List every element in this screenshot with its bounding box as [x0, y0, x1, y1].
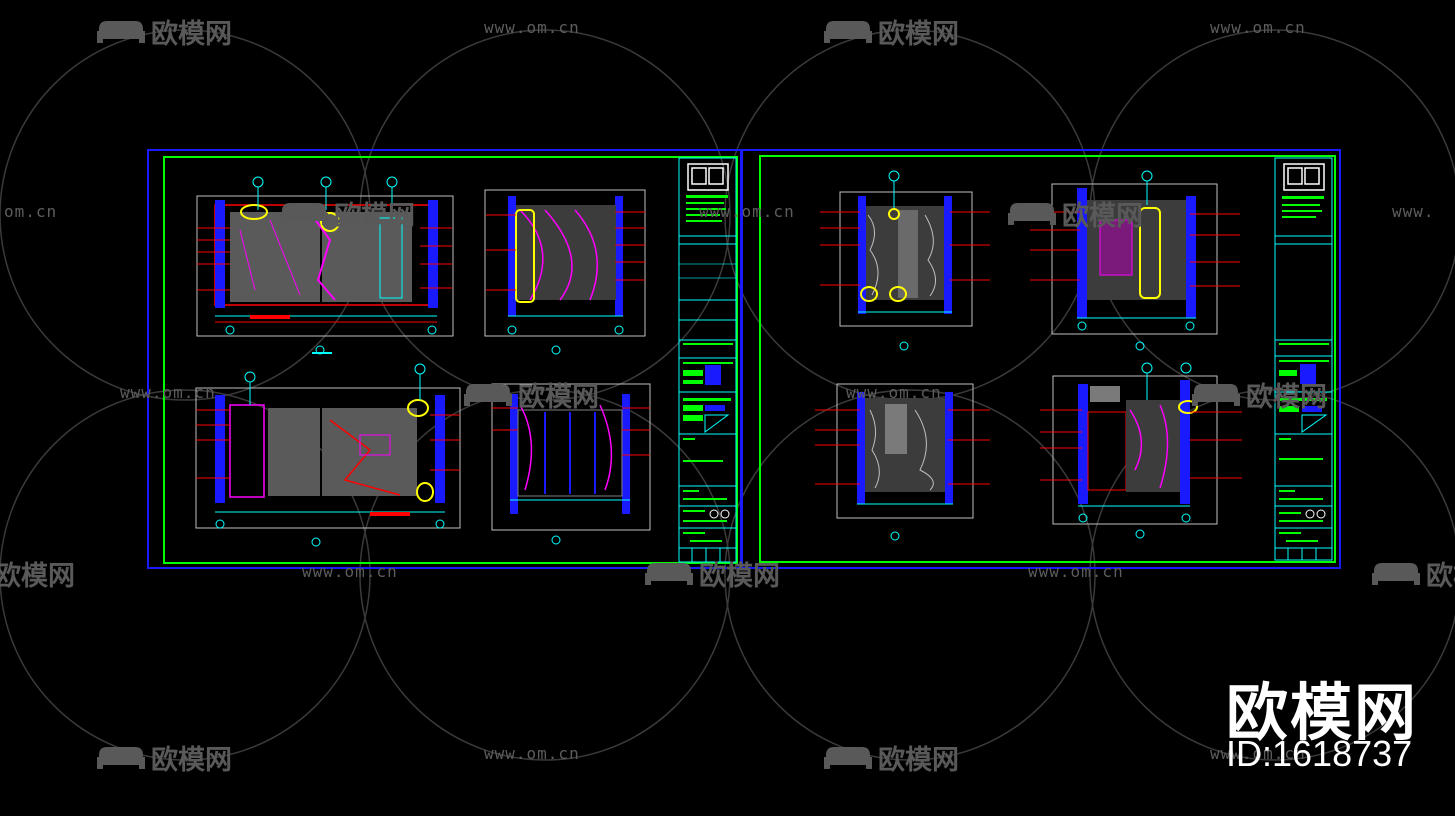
title-block-right — [1274, 157, 1333, 561]
watermark-logo: 欧模网 — [0, 554, 75, 593]
watermark-url: www. — [1392, 202, 1435, 221]
watermark-logo: 欧模网 — [95, 12, 232, 51]
sofa-icon — [824, 746, 872, 769]
watermark-url: www.om.cn — [302, 562, 398, 581]
sofa-icon — [97, 746, 145, 769]
watermark-logo-text: 欧模网 — [151, 19, 232, 50]
watermark-url: www.om.cn — [120, 383, 216, 402]
watermark-url: www.om.cn — [484, 18, 580, 37]
sofa-icon — [1192, 383, 1240, 406]
elevation-e — [820, 170, 990, 351]
watermark-logo: 欧模网 — [95, 738, 232, 777]
watermark-logo-text: 欧模网 — [878, 745, 959, 776]
watermark-logo: 欧模网 — [1190, 375, 1327, 414]
sofa-icon — [464, 383, 512, 406]
brand-id: ID:1618737 — [1226, 733, 1413, 774]
watermark-logo-text: 欧模网 — [1426, 561, 1455, 592]
elevation-b — [484, 189, 646, 355]
watermark-url: om.cn — [4, 202, 58, 221]
watermark-logo: 欧模网 — [1370, 554, 1455, 593]
watermark-logo: 欧模网 — [822, 738, 959, 777]
watermark-logo-text: 欧模网 — [699, 561, 780, 592]
sofa-icon — [97, 20, 145, 43]
watermark-logo: 欧模网 — [1006, 194, 1143, 233]
sofa-icon — [824, 20, 872, 43]
elevation-h — [1040, 362, 1242, 539]
sofa-icon — [280, 202, 328, 225]
elevation-g — [815, 383, 990, 541]
watermark-logo: 欧模网 — [278, 194, 415, 233]
watermark-logo-text: 欧模网 — [0, 561, 75, 592]
watermark-url: www.om.cn — [1028, 562, 1124, 581]
sofa-icon — [1372, 562, 1420, 585]
elevation-d — [491, 383, 651, 545]
watermark-logo-text: 欧模网 — [151, 745, 232, 776]
watermark-url: www.om.cn — [1210, 744, 1306, 763]
watermark-logo-text: 欧模网 — [1062, 201, 1143, 232]
watermark-logo: 欧模网 — [462, 375, 599, 414]
watermark-logo-text: 欧模网 — [518, 382, 599, 413]
sheet-left — [147, 149, 742, 569]
watermark-logo-text: 欧模网 — [334, 201, 415, 232]
watermark-logo: 欧模网 — [643, 554, 780, 593]
watermark-logo-text: 欧模网 — [1246, 382, 1327, 413]
sheet-right — [741, 149, 1341, 569]
elevation-f — [1030, 170, 1240, 351]
title-block-left — [678, 157, 737, 563]
brand-name: 欧模网 — [1226, 676, 1419, 749]
watermark-url: www.om.cn — [484, 744, 580, 763]
elevation-c — [195, 363, 461, 547]
watermark-url: www.om.cn — [846, 383, 942, 402]
watermark-url: www.om.cn — [1210, 18, 1306, 37]
sofa-icon — [1008, 202, 1056, 225]
elevation-a — [196, 176, 454, 355]
sofa-icon — [645, 562, 693, 585]
watermark-url: www.om.cn — [699, 202, 795, 221]
watermark-logo: 欧模网 — [822, 12, 959, 51]
watermark-logo-text: 欧模网 — [878, 19, 959, 50]
